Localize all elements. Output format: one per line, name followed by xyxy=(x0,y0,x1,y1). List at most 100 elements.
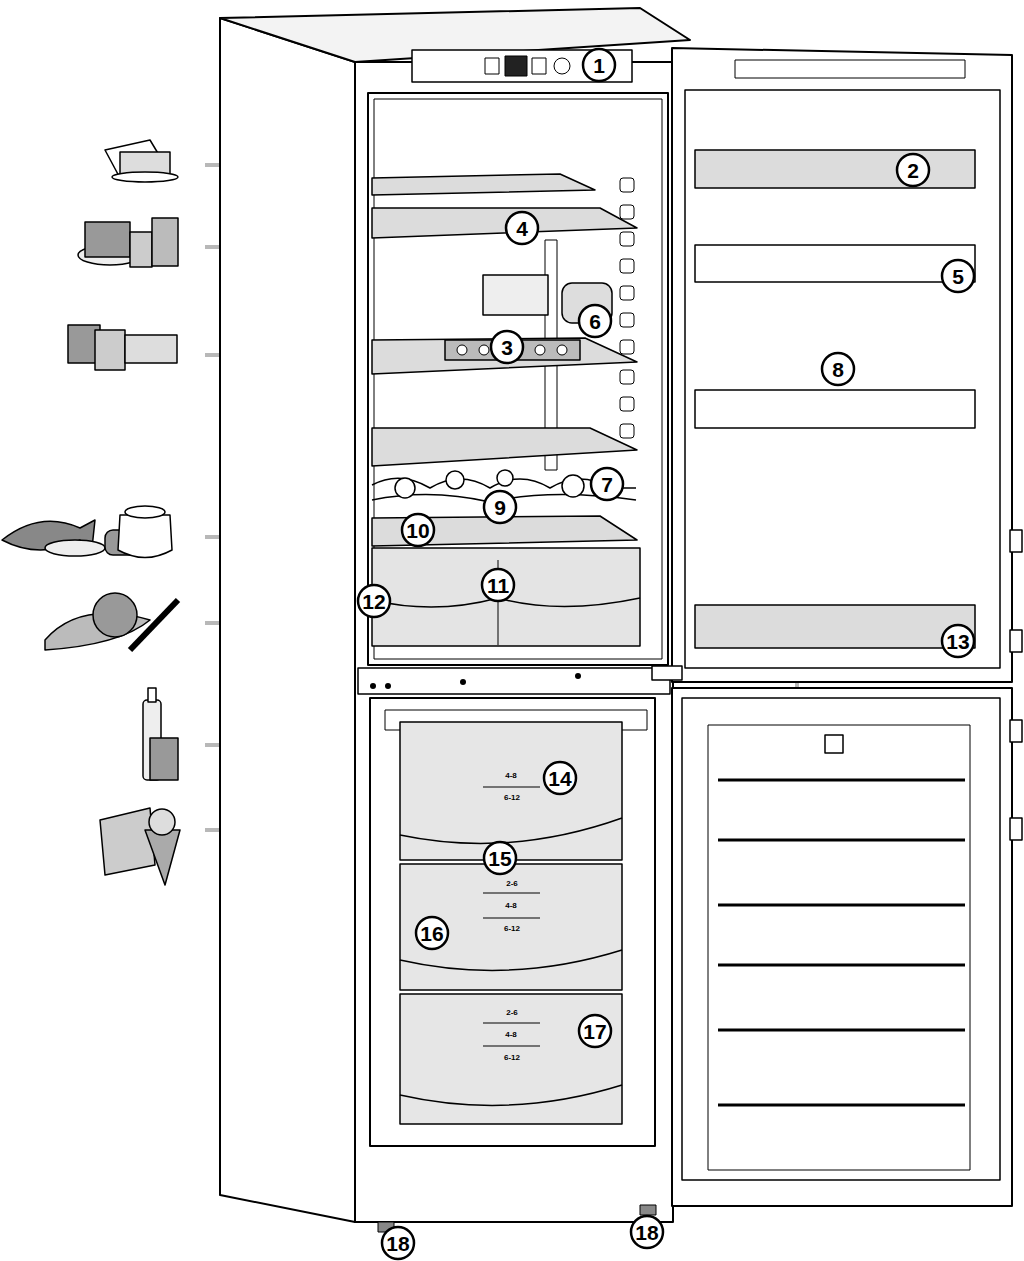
illustration-part xyxy=(620,397,634,411)
illustration-part xyxy=(130,600,178,650)
illustration-part xyxy=(557,345,567,355)
callout-number: 7 xyxy=(601,474,613,495)
illustration-part xyxy=(370,683,376,689)
illustration-part xyxy=(562,475,584,497)
illustration-part xyxy=(400,950,622,970)
illustration-part xyxy=(412,50,632,82)
callout-circles xyxy=(358,49,974,1259)
illustration-part xyxy=(400,722,622,860)
illustration-part xyxy=(532,58,546,74)
callout-circle xyxy=(942,625,974,657)
illustration-part xyxy=(483,787,540,1046)
illustration-part xyxy=(150,738,178,780)
illustration-part xyxy=(718,964,965,967)
illustration-part xyxy=(355,62,673,1222)
illustration-part xyxy=(620,340,634,354)
callout-number: 18 xyxy=(386,1233,409,1254)
illustration-part xyxy=(125,335,177,363)
illustration-part xyxy=(358,668,670,694)
drawer-marking: 4-8 xyxy=(505,902,517,910)
illustration-part xyxy=(708,725,970,1170)
illustration-part xyxy=(483,918,540,919)
illustration-part xyxy=(505,56,527,76)
illustration-part xyxy=(400,864,622,990)
callout-number: 9 xyxy=(494,497,506,518)
illustration-part xyxy=(735,60,965,78)
callout-number: 15 xyxy=(488,848,511,869)
illustration-part xyxy=(395,478,415,498)
callout-number: 11 xyxy=(487,575,509,596)
illustration-part xyxy=(457,345,467,355)
illustration-part xyxy=(483,787,540,788)
illustration-part xyxy=(220,18,355,1222)
illustration-part xyxy=(483,1046,540,1047)
illustration-part xyxy=(370,698,655,1146)
illustration-part xyxy=(672,688,1012,1206)
illustration-part xyxy=(483,893,540,894)
illustration-part xyxy=(95,330,125,370)
callout-number: 6 xyxy=(589,311,601,332)
illustration-part xyxy=(372,428,637,466)
illustration-part xyxy=(370,673,581,689)
illustration-part xyxy=(554,58,570,74)
callout-circle xyxy=(897,154,929,186)
illustration-part xyxy=(652,666,682,680)
illustration-part xyxy=(483,275,548,315)
drawer-marking: 4-8 xyxy=(505,772,517,780)
illustration-part xyxy=(1010,818,1022,840)
callout-circle xyxy=(506,212,538,244)
callout-number: 10 xyxy=(406,520,429,541)
illustration-part xyxy=(1010,630,1022,652)
illustration-part xyxy=(640,1205,656,1215)
illustration-part xyxy=(148,688,156,702)
illustration-part xyxy=(372,208,637,238)
illustration-part xyxy=(620,205,634,219)
callout-circle xyxy=(579,305,611,337)
callout-number: 16 xyxy=(420,923,443,944)
callout-number: 1 xyxy=(593,55,605,76)
callout-circle xyxy=(416,917,448,949)
callout-circle xyxy=(484,842,516,874)
callout-circle xyxy=(591,468,623,500)
drawer-marking: 6-12 xyxy=(504,925,520,933)
illustration-part xyxy=(149,809,175,835)
illustration-part xyxy=(685,90,1000,668)
illustration-part xyxy=(125,506,165,518)
illustration-part xyxy=(497,470,513,486)
illustration-part xyxy=(718,780,965,1105)
callout-number: 13 xyxy=(946,631,969,652)
illustration-part xyxy=(120,152,170,174)
illustration-part xyxy=(2,140,180,885)
illustration-part xyxy=(620,286,634,300)
illustration-part xyxy=(145,830,180,885)
illustration-part xyxy=(479,345,489,355)
illustration-part xyxy=(400,1085,622,1105)
callout-number: 2 xyxy=(907,160,919,181)
illustration-part xyxy=(152,218,178,266)
illustration-part xyxy=(718,1029,965,1032)
illustration-part xyxy=(93,593,137,637)
illustration-part xyxy=(400,994,622,1124)
illustration-part xyxy=(620,424,634,438)
illustration-part xyxy=(460,679,466,685)
illustration-part xyxy=(620,178,634,192)
callout-circle xyxy=(631,1216,663,1248)
illustration-part xyxy=(485,58,499,74)
illustration-part xyxy=(385,683,391,689)
illustration-part xyxy=(368,93,668,665)
illustration-part xyxy=(400,818,622,843)
callout-circle xyxy=(544,762,576,794)
illustration-part xyxy=(372,548,640,646)
illustration-part xyxy=(100,808,155,875)
illustration-part xyxy=(620,232,634,246)
callout-circle xyxy=(358,585,390,617)
callout-number: 18 xyxy=(635,1222,658,1243)
callout-circle xyxy=(382,1227,414,1259)
illustration-part xyxy=(446,471,464,489)
callout-circle xyxy=(491,331,523,363)
illustration-part xyxy=(575,673,581,679)
callout-number: 17 xyxy=(583,1021,606,1042)
callout-number: 5 xyxy=(952,266,964,287)
